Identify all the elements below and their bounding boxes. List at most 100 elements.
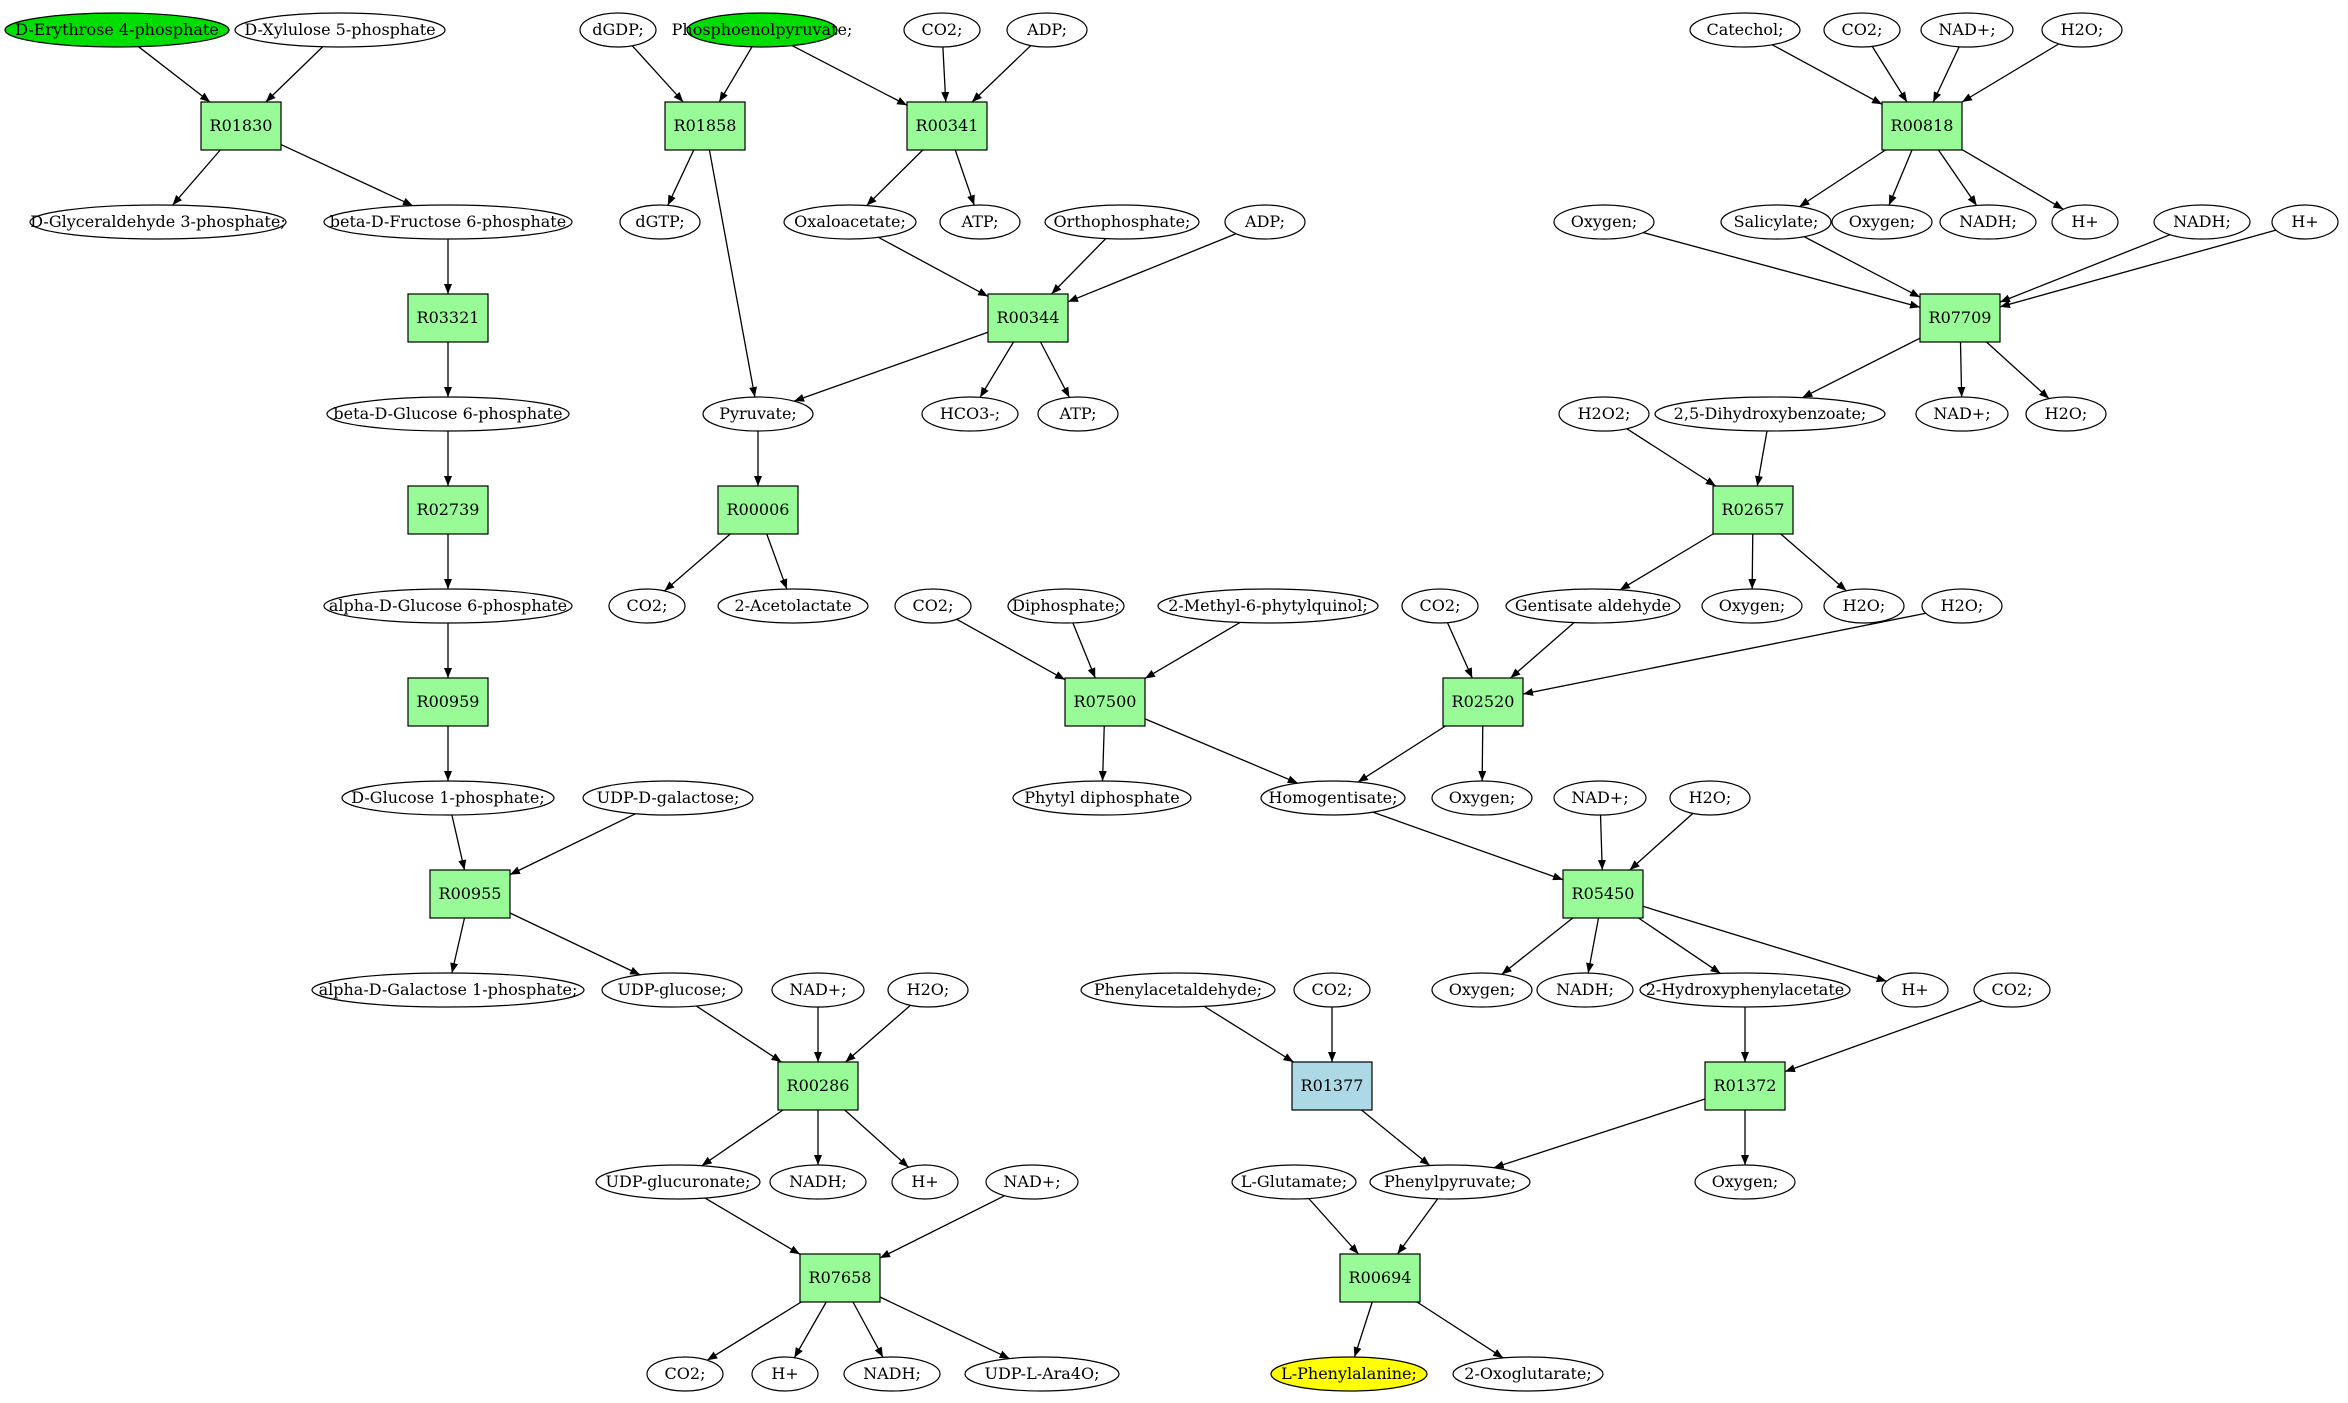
compound-node[interactable]: D-Glucose 1-phosphate;	[341, 780, 555, 816]
compound-node[interactable]: ADP;	[1006, 12, 1088, 48]
compound-node[interactable]: NADH;	[1939, 204, 2037, 240]
compound-label: ATP;	[1059, 404, 1097, 423]
compound-node[interactable]: Homogentisate;	[1260, 780, 1406, 816]
compound-node[interactable]: H2O;	[1669, 780, 1751, 816]
compound-node[interactable]: H+	[1881, 972, 1949, 1008]
compound-node[interactable]: alpha-D-Galactose 1-phosphate;	[311, 972, 585, 1008]
compound-node[interactable]: D-Erythrose 4-phosphate	[4, 12, 230, 48]
edge-c68-r19	[1999, 229, 2277, 309]
compound-node[interactable]: Diphosphate;	[1007, 588, 1125, 624]
compound-node[interactable]: L-Phenylalanine;	[1270, 1356, 1428, 1392]
compound-node[interactable]: alpha-D-Glucose 6-phosphate	[323, 588, 573, 624]
reaction-node[interactable]: R00959	[407, 677, 489, 727]
compound-node[interactable]: CO2;	[903, 12, 981, 48]
compound-node[interactable]: CO2;	[1823, 12, 1901, 48]
reaction-node[interactable]: R01372	[1704, 1061, 1786, 1111]
reaction-node[interactable]: R00006	[717, 485, 799, 535]
compound-node[interactable]: Oxygen;	[1694, 1164, 1796, 1200]
compound-node[interactable]: UDP-D-galactose;	[582, 780, 754, 816]
reaction-node[interactable]: R00286	[777, 1061, 859, 1111]
compound-node[interactable]: CO2;	[1401, 588, 1479, 624]
compound-ellipse	[985, 1164, 1079, 1200]
compound-node[interactable]: Oxygen;	[1553, 204, 1655, 240]
compound-node[interactable]: dGTP;	[619, 204, 701, 240]
compound-node[interactable]: Orthophosphate;	[1044, 204, 1200, 240]
reaction-node[interactable]: R00818	[1881, 101, 1963, 151]
compound-node[interactable]: NAD+;	[1915, 396, 2009, 432]
compound-node[interactable]: H2O;	[1921, 588, 2003, 624]
compound-node[interactable]: H2O2;	[1558, 396, 1650, 432]
reaction-node[interactable]: R01858	[664, 101, 746, 151]
compound-node[interactable]: beta-D-Fructose 6-phosphate	[323, 204, 573, 240]
reaction-node[interactable]: R02739	[407, 485, 489, 535]
compound-node[interactable]: NADH;	[769, 1164, 867, 1200]
compound-node[interactable]: UDP-glucuronate;	[595, 1164, 761, 1200]
compound-node[interactable]: HCO3-;	[921, 396, 1019, 432]
compound-ellipse	[2041, 12, 2123, 48]
compound-node[interactable]: Oxygen;	[1701, 588, 1803, 624]
compound-node[interactable]: ADP;	[1224, 204, 1306, 240]
compound-node[interactable]: 2-Oxoglutarate;	[1452, 1356, 1604, 1392]
reaction-node[interactable]: R02657	[1712, 485, 1794, 535]
compound-node[interactable]: 2,5-Dihydroxybenzoate;	[1654, 396, 1886, 432]
reaction-node[interactable]: R01830	[200, 101, 282, 151]
reaction-node[interactable]: R07709	[1919, 293, 2001, 343]
compound-node[interactable]: H2O;	[1823, 588, 1905, 624]
compound-node[interactable]: Salicylate;	[1720, 204, 1832, 240]
compound-node[interactable]: Pyruvate;	[702, 396, 814, 432]
compound-node[interactable]: H2O;	[887, 972, 969, 1008]
edge-r7-c19	[852, 1301, 884, 1358]
compound-node[interactable]: L-Glutamate;	[1231, 1164, 1357, 1200]
reaction-node[interactable]: R05450	[1562, 869, 1644, 919]
compound-node[interactable]: H2O;	[2041, 12, 2123, 48]
compound-node[interactable]: NADH;	[2153, 204, 2251, 240]
reaction-node[interactable]: R01377	[1291, 1061, 1373, 1111]
compound-node[interactable]: 2-Hydroxyphenylacetate	[1639, 972, 1851, 1008]
compound-node[interactable]: dGDP;	[579, 12, 657, 48]
compound-node[interactable]: H+	[2051, 204, 2119, 240]
compound-node[interactable]: NAD+;	[771, 972, 865, 1008]
compound-node[interactable]: H+	[891, 1164, 959, 1200]
compound-ellipse	[2051, 204, 2119, 240]
compound-node[interactable]: NADH;	[1536, 972, 1634, 1008]
compound-node[interactable]: Phenylacetaldehyde;	[1080, 972, 1276, 1008]
reaction-node[interactable]: R00955	[429, 869, 511, 919]
compound-node[interactable]: Oxygen;	[1431, 972, 1533, 1008]
reaction-node[interactable]: R03321	[407, 293, 489, 343]
compound-node[interactable]: ATP;	[939, 204, 1021, 240]
compound-node[interactable]: Phytyl diphosphate	[1012, 780, 1192, 816]
reaction-node[interactable]: R07500	[1064, 677, 1146, 727]
reaction-node[interactable]: R02520	[1442, 677, 1524, 727]
compound-node[interactable]: H+	[751, 1356, 819, 1392]
compound-node[interactable]: Phenylpyruvate;	[1369, 1164, 1531, 1200]
reaction-node[interactable]: R00694	[1339, 1253, 1421, 1303]
compound-node[interactable]: 2-Methyl-6-phytylquinol;	[1157, 588, 1379, 624]
compound-node[interactable]: NAD+;	[1920, 12, 2014, 48]
reaction-node[interactable]: R00341	[906, 101, 988, 151]
compound-node[interactable]: CO2;	[646, 1356, 724, 1392]
compound-node[interactable]: UDP-glucose;	[601, 972, 743, 1008]
compound-node[interactable]: Oxygen;	[1831, 204, 1933, 240]
reaction-node[interactable]: R00344	[987, 293, 1069, 343]
compound-node[interactable]: Phosphoenolpyruvate;	[672, 12, 853, 48]
compound-node[interactable]: NAD+;	[1553, 780, 1647, 816]
compound-node[interactable]: NAD+;	[985, 1164, 1079, 1200]
compound-node[interactable]: CO2;	[608, 588, 686, 624]
compound-node[interactable]: CO2;	[1293, 972, 1371, 1008]
compound-node[interactable]: Gentisate aldehyde	[1505, 588, 1681, 624]
compound-node[interactable]: Oxaloacetate;	[783, 204, 917, 240]
compound-node[interactable]: NADH;	[843, 1356, 941, 1392]
compound-node[interactable]: D-Glyceraldehyde 3-phosphate;	[29, 204, 287, 240]
compound-node[interactable]: 2-Acetolactate	[717, 588, 869, 624]
compound-node[interactable]: CO2;	[894, 588, 972, 624]
compound-node[interactable]: D-Xylulose 5-phosphate	[234, 12, 446, 48]
compound-node[interactable]: beta-D-Glucose 6-phosphate	[326, 396, 570, 432]
compound-node[interactable]: CO2;	[1973, 972, 2051, 1008]
compound-node[interactable]: H+	[2271, 204, 2339, 240]
reaction-node[interactable]: R07658	[799, 1253, 881, 1303]
compound-node[interactable]: H2O;	[2025, 396, 2107, 432]
compound-node[interactable]: Oxygen;	[1431, 780, 1533, 816]
compound-node[interactable]: UDP-L-Ara4O;	[964, 1356, 1120, 1392]
compound-node[interactable]: Catechol;	[1689, 12, 1801, 48]
compound-node[interactable]: ATP;	[1037, 396, 1119, 432]
